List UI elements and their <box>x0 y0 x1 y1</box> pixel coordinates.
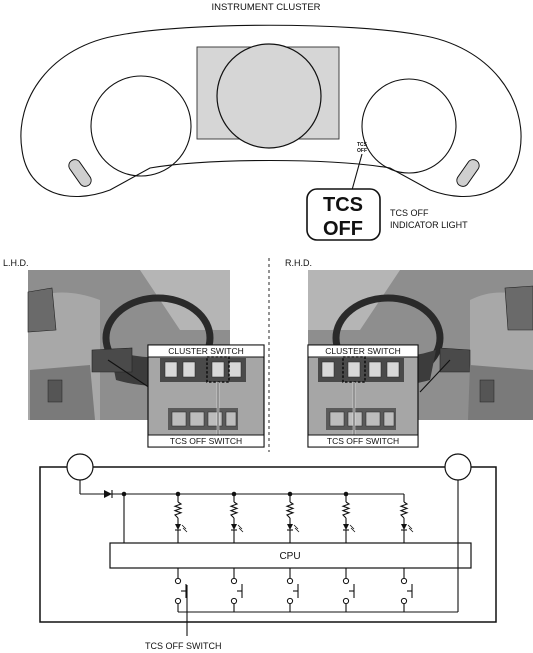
lhd-tcs-off-switch-button <box>211 361 225 378</box>
rhd-switch-button <box>321 361 335 378</box>
resistor <box>229 501 239 519</box>
rhd-switch-pointer <box>419 359 451 393</box>
rhd-cluster-switch-label: CLUSTER SWITCH <box>325 346 401 356</box>
circuit-frame <box>39 466 497 623</box>
led-branch <box>229 491 244 543</box>
lhd-tcs-off-switch-label: TCS OFF SWITCH <box>170 436 242 446</box>
resistor <box>341 501 351 519</box>
lhd-cluster-switch-label: CLUSTER SWITCH <box>168 346 244 356</box>
lhd-switch-button <box>182 361 196 378</box>
lhd-photo <box>27 270 230 420</box>
connector-terminal-left <box>66 453 94 481</box>
instrument-cluster-section: INSTRUMENT CLUSTER TCS OFF TCS OFF TCS O… <box>20 2 522 241</box>
led <box>175 524 181 530</box>
led-branch <box>285 491 300 543</box>
switch-contact <box>400 568 413 612</box>
switch-contact <box>230 568 243 612</box>
connector-terminal-right <box>444 453 472 481</box>
tcs-off-indicator-text-line1: TCS <box>323 194 363 216</box>
lhd-switch-button <box>228 361 242 378</box>
rhd-callout-inset: CLUSTER SWITCH TCS OFF SWITCH <box>307 344 419 448</box>
lhd-callout-inset: CLUSTER SWITCH TCS OFF SWITCH <box>147 344 265 448</box>
small-tcs-indicator-line1: TCS <box>357 142 368 148</box>
led <box>343 524 349 530</box>
lhd-title: L.H.D. <box>3 258 29 268</box>
center-gauge <box>216 43 322 149</box>
rhd-section: R.H.D. CLUSTER SWITCH <box>285 258 533 448</box>
led <box>231 524 237 530</box>
led-branch <box>173 491 188 543</box>
tcs-off-indicator-callout <box>306 188 381 241</box>
led-branch <box>399 494 414 543</box>
tcs-off-indicator-label-line1: TCS OFF <box>390 208 429 218</box>
rhd-switch-button <box>368 361 382 378</box>
left-gauge <box>90 75 192 177</box>
led-branch <box>341 491 356 543</box>
resistor <box>399 501 409 519</box>
supply-diode <box>104 490 112 498</box>
rhd-tcs-off-switch-label: TCS OFF SWITCH <box>327 436 399 446</box>
right-gauge <box>361 78 457 174</box>
rhd-title: R.H.D. <box>285 258 312 268</box>
switch-branches <box>174 568 413 612</box>
lhd-section: L.H.D. CLUSTER SWITCH <box>3 258 265 448</box>
switch-contact <box>174 568 187 612</box>
circuit-tcs-off-switch-label: TCS OFF SWITCH <box>145 641 222 651</box>
circuit-section: CPU TCS OFF SWITCH <box>39 453 497 651</box>
cpu-block <box>109 542 472 569</box>
cpu-label: CPU <box>279 551 300 562</box>
lhd-switch-pointer <box>107 359 154 391</box>
led-branches <box>173 491 414 543</box>
small-tcs-indicator-line2: OFF <box>357 148 367 154</box>
tcs-off-indicator-text-line2: OFF <box>323 218 363 240</box>
right-slot <box>456 159 480 187</box>
rhd-tcs-off-switch-button <box>347 361 361 378</box>
indicator-leader-line <box>351 153 363 191</box>
left-slot <box>68 159 92 187</box>
led <box>401 524 407 530</box>
led <box>287 524 293 530</box>
resistor <box>285 501 295 519</box>
instrument-cluster-title: INSTRUMENT CLUSTER <box>211 2 320 13</box>
rhd-switch-button <box>386 361 400 378</box>
lhd-switch-button <box>164 361 178 378</box>
switch-contact <box>286 568 299 612</box>
resistor <box>173 501 183 519</box>
tcs-off-indicator-label-line2: INDICATOR LIGHT <box>390 220 468 230</box>
cluster-housing <box>20 24 522 197</box>
switch-contact <box>342 568 355 612</box>
